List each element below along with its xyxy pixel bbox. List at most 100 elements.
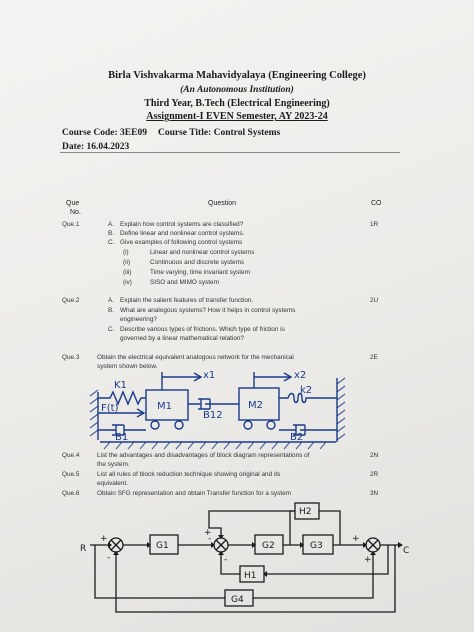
item-label: (i): [123, 249, 129, 256]
question-number: Que.1: [62, 221, 80, 228]
m1-label: M1: [157, 401, 172, 412]
g4-label: G4: [231, 595, 244, 605]
g3-label: G3: [310, 541, 323, 551]
header-rule: [60, 152, 400, 153]
damper-b2: [279, 424, 337, 436]
sign-plus: +: [364, 555, 372, 565]
damper-b12: [188, 398, 239, 410]
wire-g4-out: [253, 552, 374, 599]
h2-label: H2: [299, 507, 312, 517]
question-co: 2R: [370, 471, 379, 478]
sign-plus: +: [352, 534, 360, 544]
x2-arrowhead: [283, 372, 293, 382]
question-number: Que.2: [62, 297, 80, 304]
item-text: equivalent.: [97, 480, 128, 487]
sign-minus: -: [208, 534, 211, 544]
item-text: Give examples of following control syste…: [120, 239, 243, 246]
item-label: B.: [108, 307, 115, 314]
question-co: 2U: [370, 297, 379, 304]
item-text: Time varying, time invariant system: [150, 269, 250, 276]
assignment-title: Assignment-I EVEN Semester, AY 2023-24: [146, 111, 328, 122]
col-que-header: Que: [66, 200, 80, 207]
item-text: Linear and nonlinear control systems: [150, 249, 255, 256]
col-co-header: CO: [371, 200, 382, 207]
date: Date: 16.04.2023: [62, 142, 130, 152]
k1-label: K1: [114, 380, 127, 391]
item-text: Explain the salient features of transfer…: [120, 297, 254, 304]
question-number: Que.5: [62, 471, 80, 478]
sign-minus: -: [224, 555, 227, 565]
mass-m1-block: [145, 389, 189, 421]
m2-label: M2: [248, 400, 263, 411]
wire-outer-feedback: [115, 545, 396, 613]
item-label: (ii): [123, 259, 131, 266]
item-text: Describe various types of frictions. Whi…: [120, 326, 285, 333]
sign-minus: -: [107, 553, 110, 563]
wire-h1-in: [264, 545, 389, 575]
item-label: (iii): [123, 269, 132, 276]
item-text: Obtain SFG representation and obtain Tra…: [97, 490, 291, 497]
item-text: system shown below.: [97, 363, 158, 370]
question-co: 2N: [370, 452, 379, 459]
m2-wheel-right: [266, 420, 276, 430]
item-text: Define linear and nonlinear control syst…: [120, 230, 245, 237]
spring-k2: [279, 392, 337, 404]
program-name: Third Year, B.Tech (Electrical Engineeri…: [144, 98, 330, 109]
wire-h2-out: [319, 510, 341, 545]
right-wall-hatch: [336, 377, 346, 441]
arrowheads: [108, 535, 403, 577]
ground-hatch: [103, 441, 327, 450]
item-text: SISO and MIMO system: [150, 279, 219, 286]
wire-h2-takeoff: [289, 510, 295, 545]
col-no-header: No.: [70, 209, 81, 216]
item-text: Explain how control systems are classifi…: [120, 221, 244, 228]
summer-2: [213, 537, 229, 553]
b12-label: B12: [203, 410, 223, 421]
institution-name: Birla Vishvakarma Mahavidyalaya (Enginee…: [108, 70, 366, 81]
spring-k1: [98, 390, 146, 406]
item-label: (iv): [123, 279, 132, 286]
m1-wheel-right: [174, 420, 184, 430]
col-question-header: Question: [208, 200, 237, 207]
item-label: A.: [108, 297, 115, 304]
item-text: engineering?: [120, 316, 157, 323]
question-co: 3N: [370, 490, 379, 497]
b1-label: B1: [115, 432, 128, 443]
item-text: List all rules of block reduction techni…: [97, 471, 281, 478]
item-text: Continuous and discrete systems: [150, 259, 245, 266]
g2-label: G2: [262, 541, 275, 551]
question-number: Que.4: [62, 452, 80, 459]
item-text: the system.: [97, 461, 130, 468]
item-label: A.: [108, 221, 115, 228]
h1-label: H1: [244, 571, 257, 581]
x2-label: x2: [294, 370, 306, 381]
course-code: Course Code: 3EE09: [62, 128, 147, 138]
m1-wheel-left: [150, 420, 160, 430]
question-co: 2E: [370, 354, 378, 361]
force-arrowhead: [136, 408, 146, 418]
summer-3: [365, 537, 381, 553]
k2-label: k2: [300, 385, 312, 396]
force-label: F(t): [101, 403, 119, 414]
item-label: C.: [108, 326, 115, 333]
x1-arrowhead: [193, 372, 203, 382]
institution-subtitle: (An Autonomous Institution): [180, 85, 294, 95]
damper-b1: [98, 424, 146, 436]
item-label: B.: [108, 230, 115, 237]
wire-h2-feedback: [208, 510, 295, 538]
course-title: Course Title: Control Systems: [158, 128, 281, 138]
x1-label: x1: [203, 370, 215, 381]
m2-wheel-left: [243, 420, 253, 430]
item-text: List the advantages and disadvantages of…: [97, 452, 310, 459]
input-r-label: R: [80, 544, 86, 554]
output-c-label: C: [403, 546, 409, 556]
question-number: Que.3: [62, 354, 80, 361]
g1-label: G1: [156, 541, 169, 551]
question-co: 1R: [370, 221, 379, 228]
b2-label: B2: [290, 432, 303, 443]
item-text: What are analogous systems? How it helps…: [120, 307, 296, 314]
item-text: governed by a linear mathematical relati…: [120, 335, 244, 342]
sign-plus: +: [204, 528, 212, 538]
